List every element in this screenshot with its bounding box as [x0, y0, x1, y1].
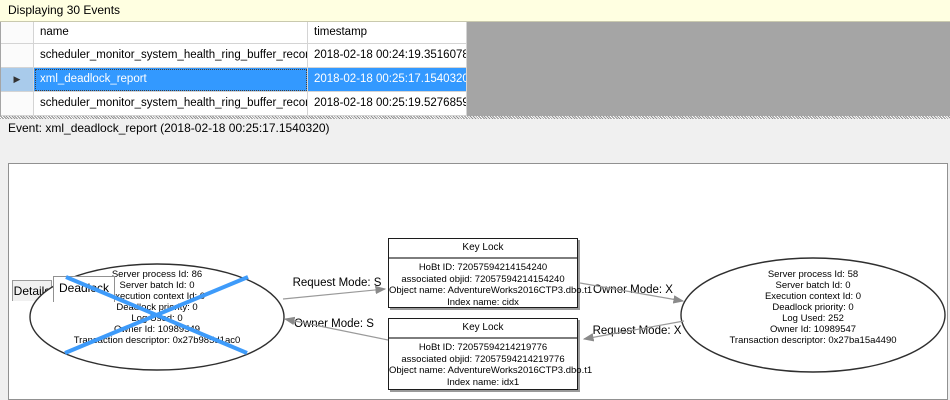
lock-detail-line: Object name: AdventureWorks2016CTP3.dbo.… [389, 365, 593, 376]
grid-corner-header[interactable] [1, 22, 34, 44]
table-cell-name[interactable]: scheduler_monitor_system_health_ring_buf… [34, 44, 308, 68]
row-selector[interactable] [1, 44, 34, 68]
key-lock-node-bottom[interactable]: Key Lock HoBt ID: 72057594214219776 asso… [388, 318, 593, 390]
process-detail-line: Transaction descriptor: 0x27b985d1ac0 [73, 335, 241, 346]
events-count-bar: Displaying 30 Events [0, 0, 950, 22]
process-detail-line: Server process Id: 58 [767, 269, 859, 280]
table-cell-timestamp-selected[interactable]: 2018-02-18 00:25:17.1540320 [308, 68, 467, 92]
lock-detail-line: associated objid: 72057594214219776 [401, 353, 565, 365]
column-header-name[interactable]: name [34, 22, 308, 44]
edge-label-owner-s: Owner Mode: S [294, 318, 374, 330]
lock-title: Key Lock [389, 319, 577, 339]
process-details: Server process Id: 58 Server batch Id: 0… [703, 269, 923, 346]
table-cell-name[interactable]: scheduler_monitor_system_health_ring_buf… [34, 92, 308, 116]
key-lock-node-top[interactable]: Key Lock HoBt ID: 72057594214154240 asso… [388, 238, 593, 308]
process-detail-line: Transaction descriptor: 0x27ba15a4490 [729, 335, 897, 346]
selected-event-label: Event: xml_deadlock_report (2018-02-18 0… [0, 119, 950, 138]
edge-label-request-x: Request Mode: X [592, 325, 682, 337]
lock-detail-line: HoBt ID: 72057594214154240 [418, 262, 548, 273]
lock-detail-line: Object name: AdventureWorks2016CTP3.dbo.… [389, 285, 593, 296]
table-cell-timestamp[interactable]: 2018-02-18 00:24:19.3516078 [308, 44, 467, 68]
events-grid: name timestamp scheduler_monitor_system_… [0, 22, 950, 116]
process-detail-line: Deadlock priority: 0 [116, 302, 198, 313]
horizontal-splitter[interactable] [0, 116, 950, 119]
process-detail-line: Server batch Id: 0 [775, 280, 851, 291]
lock-detail-line: Index name: idx1 [446, 376, 520, 388]
tab-strip: Details Deadlock [0, 138, 950, 302]
table-cell-timestamp[interactable]: 2018-02-18 00:25:19.5276859 [308, 92, 467, 116]
process-detail-line: Deadlock priority: 0 [772, 302, 854, 313]
lock-detail-line: Index name: cidx [447, 296, 519, 308]
lock-detail-line: associated objid: 72057594214154240 [401, 273, 565, 285]
process-detail-line: Log Used: 0 [131, 313, 183, 324]
column-header-timestamp[interactable]: timestamp [308, 22, 467, 44]
edge-label-owner-x: Owner Mode: X [593, 284, 673, 296]
tab-deadlock[interactable]: Deadlock [53, 276, 115, 302]
lock-title: Key Lock [389, 239, 577, 259]
lock-detail-line: HoBt ID: 72057594214219776 [418, 342, 548, 353]
edge-label-request-s: Request Mode: S [292, 277, 382, 289]
row-selector-current[interactable]: ▶ [1, 68, 34, 92]
process-detail-line: Log Used: 252 [782, 313, 844, 324]
process-detail-line: Owner Id: 10989549 [113, 324, 201, 335]
process-detail-line: Execution context Id: 0 [764, 291, 862, 302]
current-row-arrow-icon: ▶ [13, 74, 21, 84]
row-selector[interactable] [1, 92, 34, 116]
process-node[interactable] [680, 257, 946, 373]
process-detail-line: Owner Id: 10989547 [769, 324, 857, 335]
process-detail-line: Server process Id: 86 [111, 269, 203, 280]
table-cell-name-selected[interactable]: xml_deadlock_report [34, 68, 308, 92]
deadlock-graph-panel: Key Lock HoBt ID: 72057594214154240 asso… [8, 163, 948, 400]
